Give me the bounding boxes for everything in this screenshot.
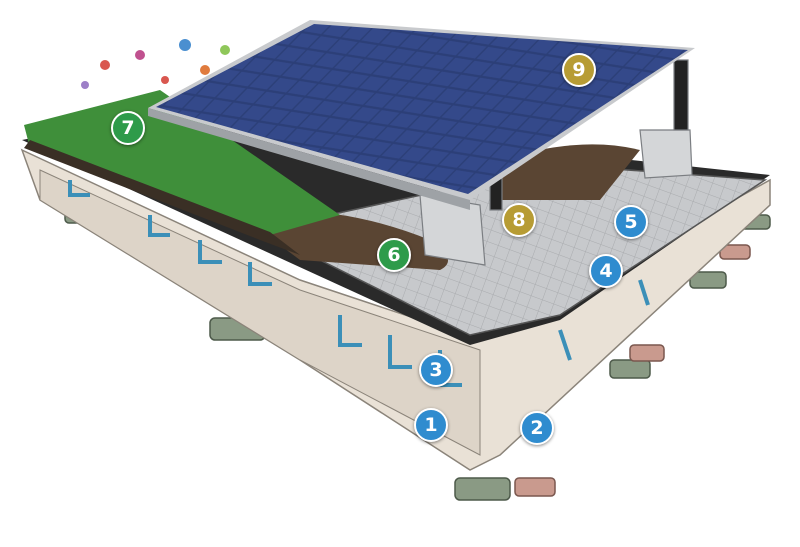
green-roof-vegetation — [24, 90, 340, 235]
callout-1: 1 — [414, 408, 448, 442]
callout-7: 7 — [111, 111, 145, 145]
callout-6: 6 — [377, 238, 411, 272]
callout-2: 2 — [520, 411, 554, 445]
callout-9: 9 — [562, 53, 596, 87]
solar-panel — [148, 20, 695, 210]
callout-5: 5 — [614, 205, 648, 239]
mounting-frame — [419, 59, 693, 266]
callout-3: 3 — [419, 353, 453, 387]
callout-8: 8 — [502, 203, 536, 237]
drainage-tray-modules — [20, 148, 771, 471]
callout-4: 4 — [589, 254, 623, 288]
